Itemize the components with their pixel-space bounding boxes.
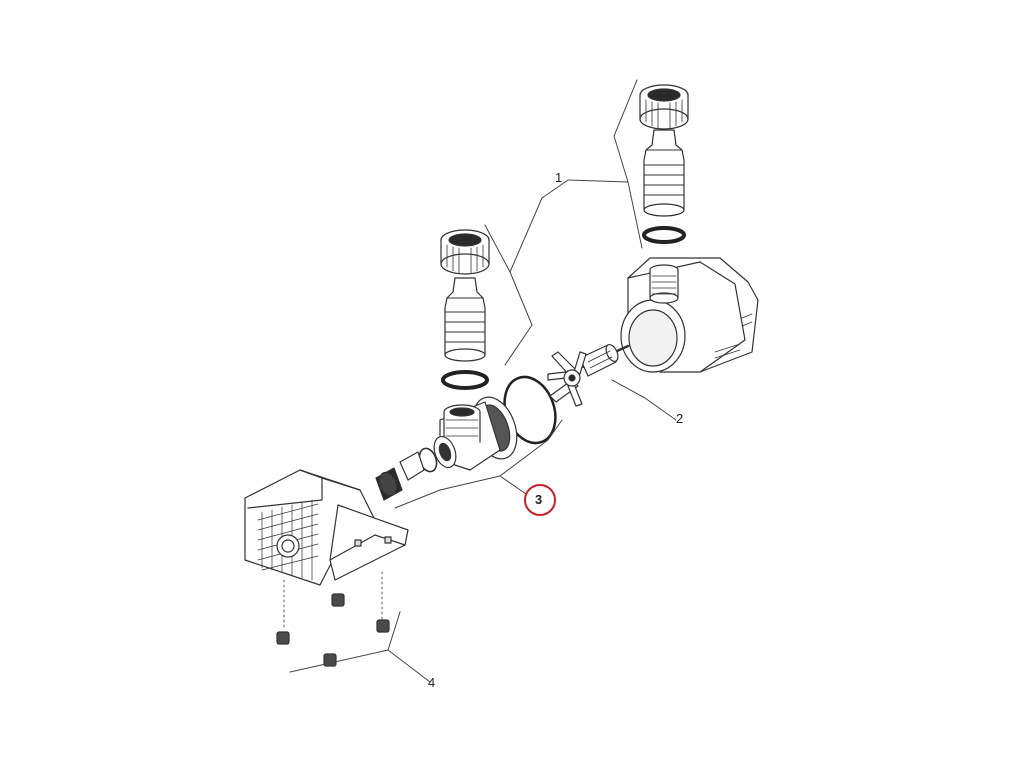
pump-body-center: [375, 375, 557, 501]
rubber-feet: [276, 571, 390, 667]
leader-lines: [289, 79, 677, 683]
hose-adapter-right: [639, 84, 689, 244]
callout-3-highlight-ring: [524, 484, 556, 516]
motor-housing-left: [244, 469, 409, 586]
impeller: [547, 343, 630, 407]
callout-1: 1: [555, 170, 563, 185]
hose-adapter-left: [440, 229, 490, 390]
pump-housing-right: [620, 257, 759, 373]
callout-4: 4: [428, 675, 436, 690]
callout-3: 3: [535, 492, 543, 507]
callout-2: 2: [676, 411, 684, 426]
